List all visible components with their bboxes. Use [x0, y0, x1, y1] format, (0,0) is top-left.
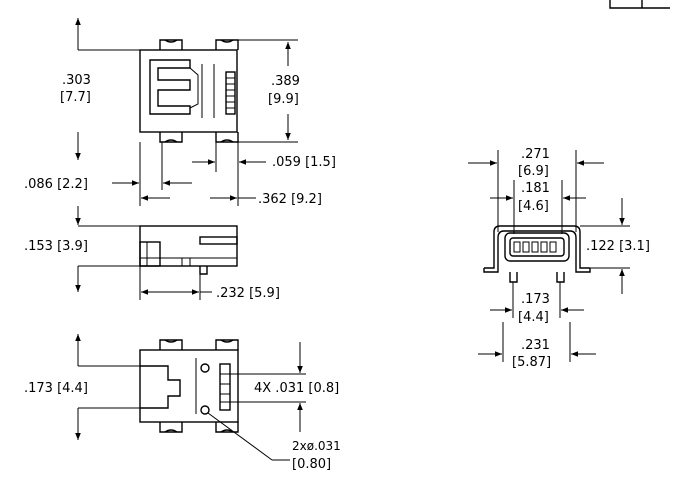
- footprint-pitch-label: .173 [4.4]: [24, 381, 88, 396]
- front-outer-mm-label: [6.9]: [518, 164, 549, 179]
- dim-hole-callout: 2xø.031 [0.80]: [207, 412, 341, 472]
- dim-front-inner: .181 [4.6]: [490, 180, 586, 234]
- dim-pin-width: 4X .031 [0.8]: [230, 342, 339, 432]
- front-inner-in-label: .181: [521, 181, 550, 196]
- height-mm-label: [7.7]: [60, 90, 91, 105]
- front-legs-in-label: .173: [521, 292, 550, 307]
- width-in-label: .389: [271, 74, 300, 89]
- height-in-label: .303: [62, 73, 91, 88]
- side-length-label: .232 [5.9]: [216, 286, 280, 301]
- dim-front-outer: .271 [6.9]: [468, 147, 604, 232]
- footprint-view: [139, 339, 239, 433]
- dim-standoff: .086 [2.2]: [24, 142, 192, 206]
- front-total-mm-label: [5.87]: [512, 355, 551, 370]
- dim-side-height: .153 [3.9]: [24, 206, 140, 292]
- hole-mm-label: [0.80]: [292, 457, 331, 472]
- dim-front-total: .231 [5.87]: [478, 322, 596, 370]
- side-height-label: .153 [3.9]: [24, 239, 88, 254]
- top-view: [139, 39, 239, 143]
- dim-tab-gap: .059 [1.5]: [192, 142, 336, 172]
- front-height-label: .122 [3.1]: [586, 239, 650, 254]
- front-total-in-label: .231: [521, 338, 550, 353]
- front-legs-mm-label: [4.4]: [518, 310, 549, 325]
- dim-front-legs: .173 [4.4]: [490, 282, 584, 325]
- dim-front-height: .122 [3.1]: [580, 198, 650, 294]
- pin-width-label: 4X .031 [0.8]: [254, 381, 339, 396]
- dim-footprint-pitch: .173 [4.4]: [24, 334, 140, 440]
- width-mm-label: [9.9]: [268, 92, 299, 107]
- standoff-label: .086 [2.2]: [24, 177, 88, 192]
- body-length-label: .362 [9.2]: [258, 192, 322, 207]
- front-outer-in-label: .271: [521, 147, 550, 162]
- dim-overall-height: .303 [7.7]: [60, 18, 140, 160]
- tab-gap-label: .059 [1.5]: [272, 155, 336, 170]
- title-block-corner: [609, 0, 670, 9]
- front-inner-mm-label: [4.6]: [518, 199, 549, 214]
- front-view: [483, 225, 591, 283]
- hole-in-label: 2xø.031: [292, 439, 341, 453]
- side-view: [139, 225, 238, 275]
- dim-overall-width: .389 [9.9]: [238, 39, 300, 143]
- dim-side-length: .232 [5.9]: [139, 266, 280, 301]
- dim-body-length: .362 [9.2]: [141, 172, 322, 207]
